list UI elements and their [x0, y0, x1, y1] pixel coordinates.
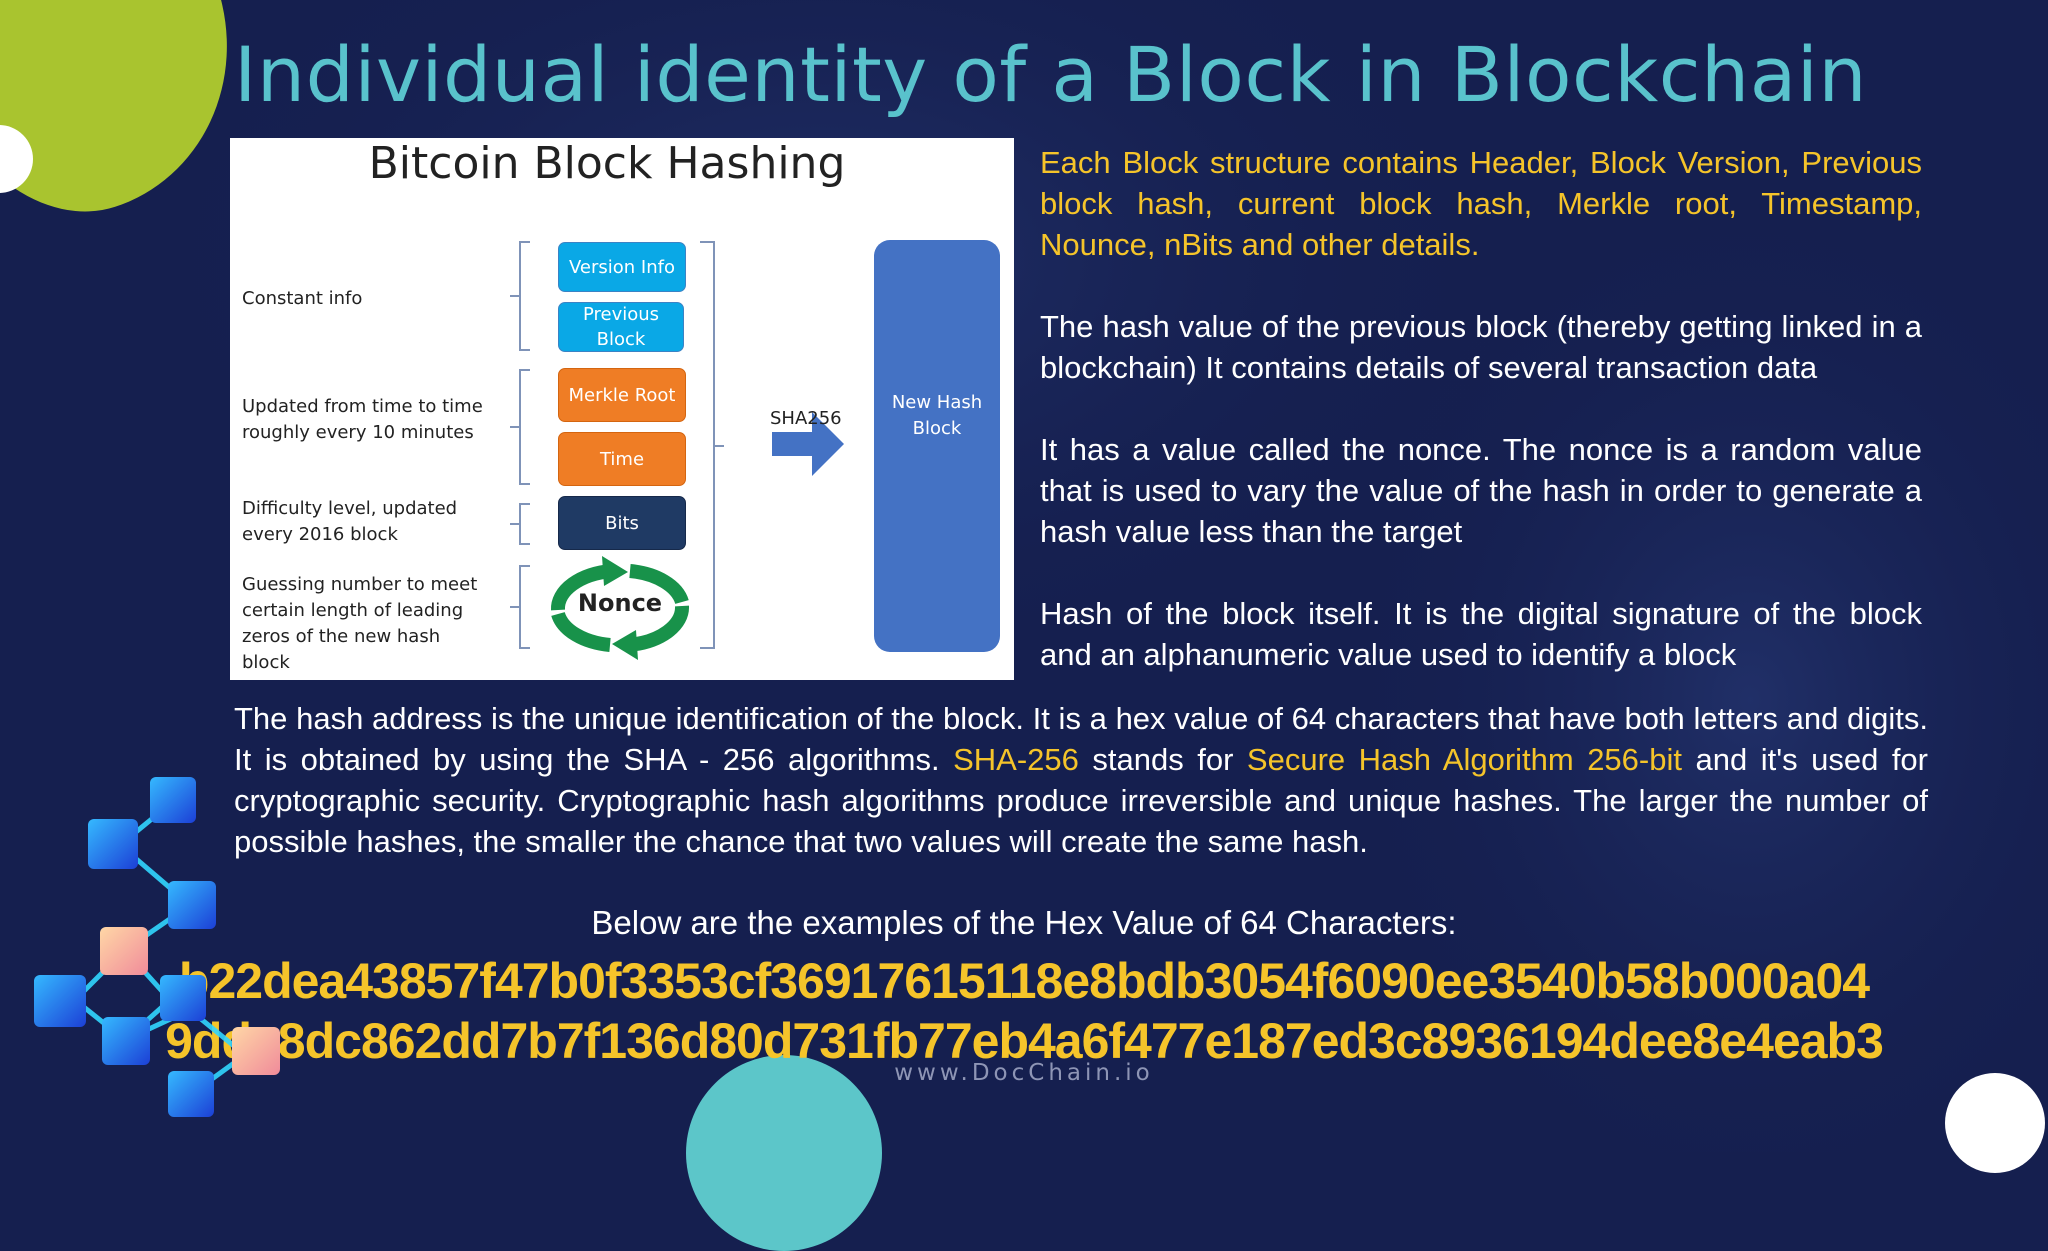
website-watermark: www.DocChain.io — [894, 1060, 1154, 1086]
label-difficulty: Difficulty level, updated every 2016 blo… — [242, 498, 458, 545]
paragraph-block-structure: Each Block structure contains Header, Bl… — [1040, 145, 1922, 262]
block-new-hash: New Hash Block — [874, 240, 1000, 652]
block-version-info: Version Info — [558, 242, 686, 292]
hex-example-1: b22dea43857f47b0f3353cf36917615118e8bdb3… — [178, 953, 1870, 1009]
blockchain-cubes-illustration — [34, 777, 280, 1117]
paragraph-hash-address: The hash address is the unique identific… — [234, 698, 1928, 862]
block-bits: Bits — [558, 496, 686, 550]
paragraph-nonce: It has a value called the nonce. The non… — [1040, 432, 1922, 549]
block-merkle-root: Merkle Root — [558, 368, 686, 422]
stands-for-text: stands for — [1078, 742, 1247, 777]
diagram-title: Bitcoin Block Hashing — [368, 138, 846, 189]
sha256-term: SHA-256 — [953, 742, 1079, 777]
sha256-arrow — [772, 412, 844, 476]
paragraph-block-hash: Hash of the block itself. It is the digi… — [1040, 596, 1922, 672]
label-guessing: Guessing number to meet certain length o… — [242, 574, 478, 673]
block-description: Each Block structure contains Header, Bl… — [1040, 142, 1922, 716]
hex-example-2: 9dde8dc862dd7b7f136d80d731fb77eb4a6f477e… — [165, 1013, 1884, 1069]
bitcoin-block-hashing-diagram: Bitcoin Block Hashing Constant info Upda… — [230, 138, 1014, 680]
label-constant-info: Constant info — [242, 288, 363, 309]
diagram-brackets — [510, 241, 844, 660]
block-nonce: Nonce — [577, 589, 663, 617]
slide-title: Individual identity of a Block in Blockc… — [234, 30, 1868, 119]
hash-address-text: The hash address is the unique identific… — [234, 701, 1928, 777]
examples-heading: Below are the examples of the Hex Value … — [591, 904, 1457, 941]
sha256-full-name: Secure Hash Algorithm 256-bit — [1246, 742, 1682, 777]
block-time: Time — [558, 432, 686, 486]
cryptographic-text: and it's used for cryptographic security… — [234, 742, 1928, 859]
paragraph-previous-hash: The hash value of the previous block (th… — [1040, 309, 1922, 385]
block-previous-block: Previous Block — [558, 302, 684, 352]
sha256-label: SHA256 — [770, 408, 842, 429]
nonce-cycle-arrows — [551, 556, 689, 660]
decorative-white-circle-right — [1945, 1073, 2045, 1173]
label-updated: Updated from time to time roughly every … — [242, 396, 483, 443]
